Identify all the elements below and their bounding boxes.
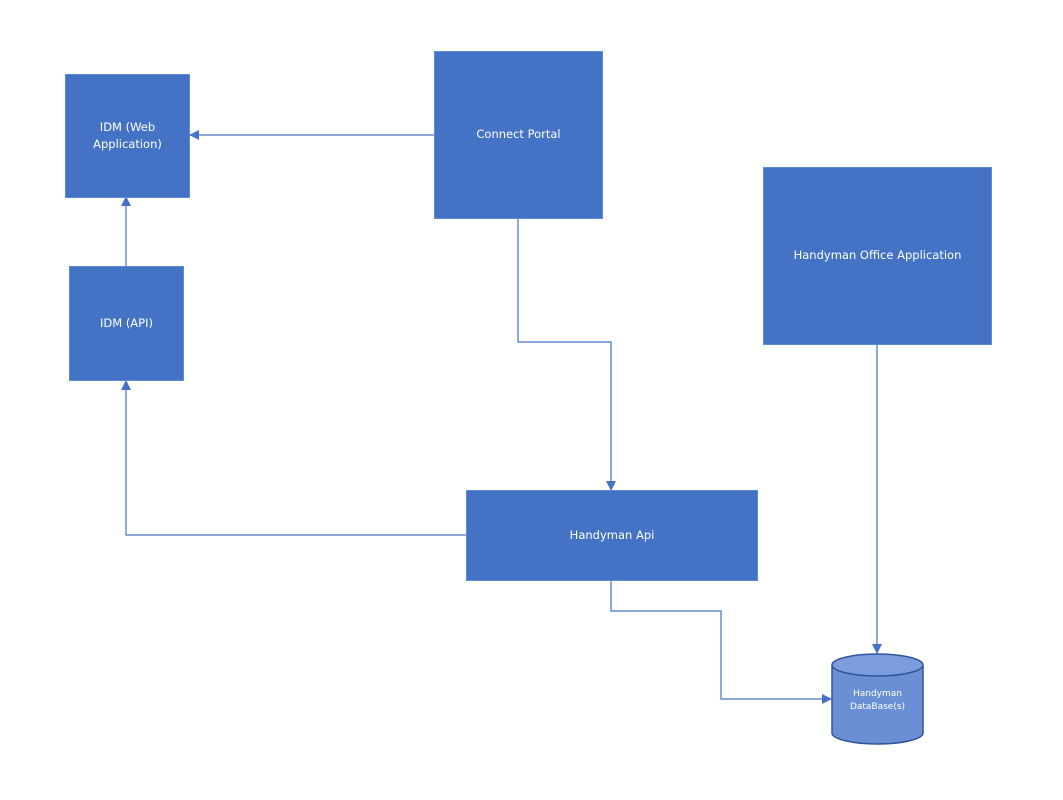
- node-connect-portal: Connect Portal: [434, 51, 603, 219]
- node-idm-web-application: IDM (Web Application): [65, 74, 190, 198]
- node-handyman-api-label: Handyman Api: [569, 527, 655, 542]
- node-idm-web-application-label: IDM (Web Application): [93, 119, 162, 151]
- node-handyman-office-application: Handyman Office Application: [763, 167, 992, 345]
- connector-handyman-api-to-idm-api: [121, 380, 466, 536]
- node-handyman-database-label: Handyman DataBase(s): [849, 689, 906, 713]
- node-idm-api: IDM (API): [69, 266, 184, 381]
- connector-portal-to-handyman-api: [517, 219, 616, 491]
- node-idm-api-label: IDM (API): [100, 315, 153, 330]
- database-cylinder-icon: [831, 653, 924, 745]
- node-handyman-office-application-label: Handyman Office Application: [793, 248, 962, 263]
- connector-handyman-api-to-db: [610, 581, 832, 704]
- node-connect-portal-label: Connect Portal: [476, 127, 561, 142]
- node-handyman-api: Handyman Api: [466, 490, 758, 581]
